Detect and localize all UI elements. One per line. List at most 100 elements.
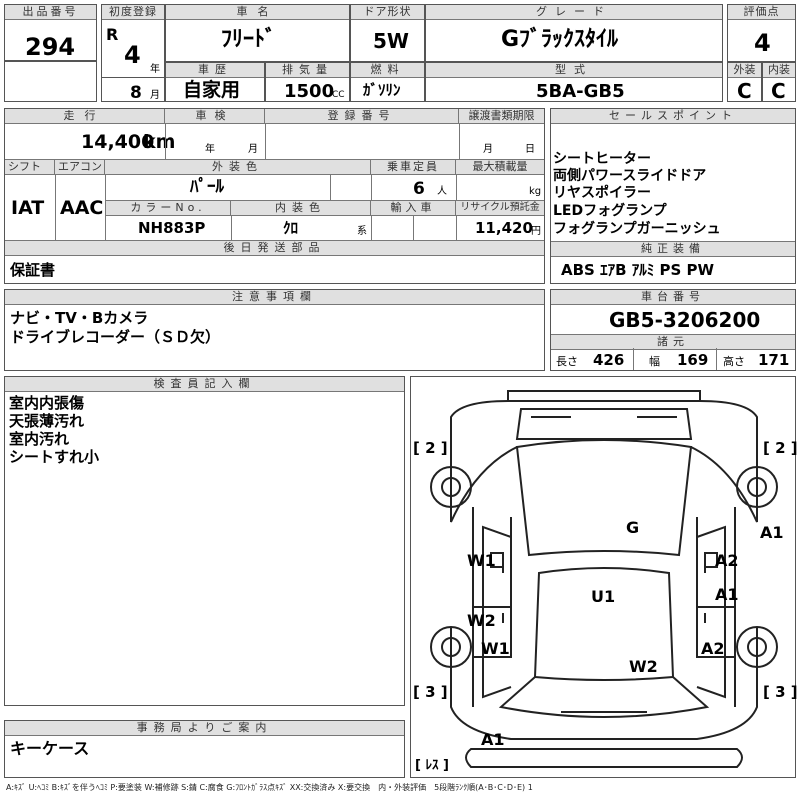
reg-no-label: 登録番号 (265, 109, 459, 124)
transfer-day-unit: 日 (525, 144, 535, 155)
month-unit: 月 (150, 90, 160, 101)
inspector-line: 室内内張傷 (9, 394, 85, 412)
load-label: 最大積載量 (456, 160, 544, 175)
sales-item: LEDフォグランプ (553, 203, 667, 219)
inspection-month-unit: 月 (248, 144, 258, 155)
mileage: 14,400 (81, 131, 155, 153)
interior-label: 内装 (763, 63, 795, 78)
chassis-box: 車台番号 GB5-3206200 諸元 長さ 426 幅 169 高さ 171 (550, 289, 796, 371)
details-box: 走行 車検 登録番号 譲渡書類期限 14,400 km 年 月 月 日 シフト … (4, 108, 545, 284)
mark-tire-fl: [ 2 ] (413, 439, 448, 457)
inspector-line: 室内汚れ (9, 430, 70, 448)
car-diagram: [ 2 ] [ 2 ] [ 3 ] [ 3 ] G U1 A1 A2 A1 A2… (410, 376, 798, 778)
recycle-label: リサイクル預託金 (456, 201, 544, 216)
office-label: 事務局よりご案内 (5, 721, 404, 736)
displacement-unit: CC (332, 90, 345, 100)
interior-color-unit: 系 (357, 226, 367, 237)
inspection-year-unit: 年 (205, 144, 215, 155)
notes-label: 注意事項欄 (5, 290, 544, 305)
lot-box: 出品番号 294 (4, 4, 97, 102)
width-label: 幅 (649, 355, 660, 368)
ac: AAC (60, 197, 104, 219)
displacement-label: 排気量 (266, 63, 349, 78)
capacity-unit: 人 (437, 186, 447, 197)
mark-roof: U1 (591, 587, 616, 606)
grade-box: グレード Gﾌﾞﾗｯｸｽﾀｲﾙ (425, 4, 723, 62)
color: ﾊﾟｰﾙ (190, 177, 224, 197)
lot-label: 出品番号 (5, 5, 96, 20)
legend: A:ｷｽﾞ U:ﾍｺﾐ B:ｷｽﾞを伴うﾍｺﾐ P:要塗装 W:補修跡 S:錆 … (6, 783, 533, 792)
era: R (106, 25, 119, 44)
exterior-grade: C (737, 79, 752, 103)
exterior-label: 外装 (728, 63, 761, 78)
interior-color: ｸﾛ (283, 219, 299, 237)
office-box: 事務局よりご案内 キーケース (4, 720, 405, 778)
fuel: ｶﾞｿﾘﾝ (363, 81, 401, 99)
chassis-number: GB5-3206200 (609, 308, 761, 332)
load-unit: kg (529, 186, 542, 197)
first-reg-label: 初度登録 (102, 5, 164, 20)
inspector-label: 検査員記入欄 (5, 377, 404, 392)
transfer-month-unit: 月 (483, 144, 493, 155)
mark-right-rear-fender: A2 (701, 639, 725, 658)
shift-label: シフト (5, 160, 55, 175)
sales-label: セールスポイント (551, 109, 795, 124)
car-name-box: 車名 ﾌﾘｰﾄﾞ (165, 4, 350, 62)
history-label: 車歴 (166, 63, 264, 78)
specs-label: 諸元 (551, 334, 795, 350)
car-outline (430, 390, 778, 768)
mark-right-front-fender: A1 (760, 523, 784, 542)
car-name-label: 車名 (166, 5, 349, 20)
color-label: 外装色 (105, 160, 371, 175)
recycle: 11,420 (475, 219, 533, 237)
door-label: ドア形状 (351, 5, 424, 20)
fuel-box: 燃料 ｶﾞｿﾘﾝ (350, 62, 425, 102)
grade: Gﾌﾞﾗｯｸｽﾀｲﾙ (501, 27, 619, 52)
capacity-label: 乗車定員 (371, 160, 456, 175)
mark-tire-fr: [ 2 ] (763, 439, 798, 457)
reg-year: 4 (124, 41, 141, 69)
model-label: 型式 (426, 63, 722, 78)
mark-rear-bumper-center: W2 (629, 657, 658, 676)
score: 4 (754, 29, 771, 57)
length-label: 長さ (556, 355, 578, 368)
mark-left-rear-door: W2 (467, 611, 496, 630)
chassis-label: 車台番号 (551, 290, 795, 305)
history: 自家用 (183, 79, 241, 101)
mark-rear-bumper-left: A1 (481, 730, 505, 749)
transfer-label: 譲渡書類期限 (459, 109, 544, 124)
exterior-box: 外装 C (727, 62, 762, 102)
history-box: 車歴 自家用 (165, 62, 265, 102)
door-type: 5W (373, 29, 409, 53)
later-label: 後日発送部品 (5, 241, 544, 256)
score-box: 評価点 4 (727, 4, 796, 62)
color-no: NH883P (138, 219, 206, 237)
model: 5BA-GB5 (536, 81, 625, 102)
inspector-line: 天張薄汚れ (9, 412, 85, 430)
first-registration-box: 初度登録 R 4 年 8 月 (101, 4, 165, 102)
length: 426 (593, 351, 625, 369)
grade-label: グレード (426, 5, 722, 20)
reg-month: 8 (130, 83, 142, 103)
later-parts: 保証書 (10, 261, 56, 279)
import-label: 輸入車 (371, 201, 456, 216)
fuel-label: 燃料 (351, 63, 424, 78)
interior-grade: C (771, 79, 786, 103)
shift: IAT (11, 197, 45, 219)
inspector-box: 検査員記入欄 室内内張傷 天張薄汚れ 室内汚れ シートすれ小 (4, 376, 405, 706)
mark-right-front-door: A2 (715, 551, 739, 570)
sales-item: リヤスポイラー (553, 185, 651, 201)
recycle-unit: 円 (531, 226, 541, 237)
equipment-label: 純正装備 (551, 242, 795, 257)
mark-windshield: G (626, 518, 640, 537)
sales-box: セールスポイント シートヒーター 両側パワースライドドア リヤスポイラー LED… (550, 108, 796, 284)
mark-right-rear-door: A1 (715, 585, 739, 604)
height: 171 (758, 351, 790, 369)
displacement: 1500 (284, 81, 335, 102)
door-box: ドア形状 5W (350, 4, 425, 62)
equipment: ABS ｴｱB ｱﾙﾐ PS PW (561, 261, 715, 279)
mark-left-front-door: W1 (467, 551, 496, 570)
width: 169 (677, 351, 709, 369)
interior-box: 内装 C (762, 62, 796, 102)
notes-box: 注意事項欄 ナビ・TV・Bカメラ ドライブレコーダー（ＳＤ欠） (4, 289, 545, 371)
